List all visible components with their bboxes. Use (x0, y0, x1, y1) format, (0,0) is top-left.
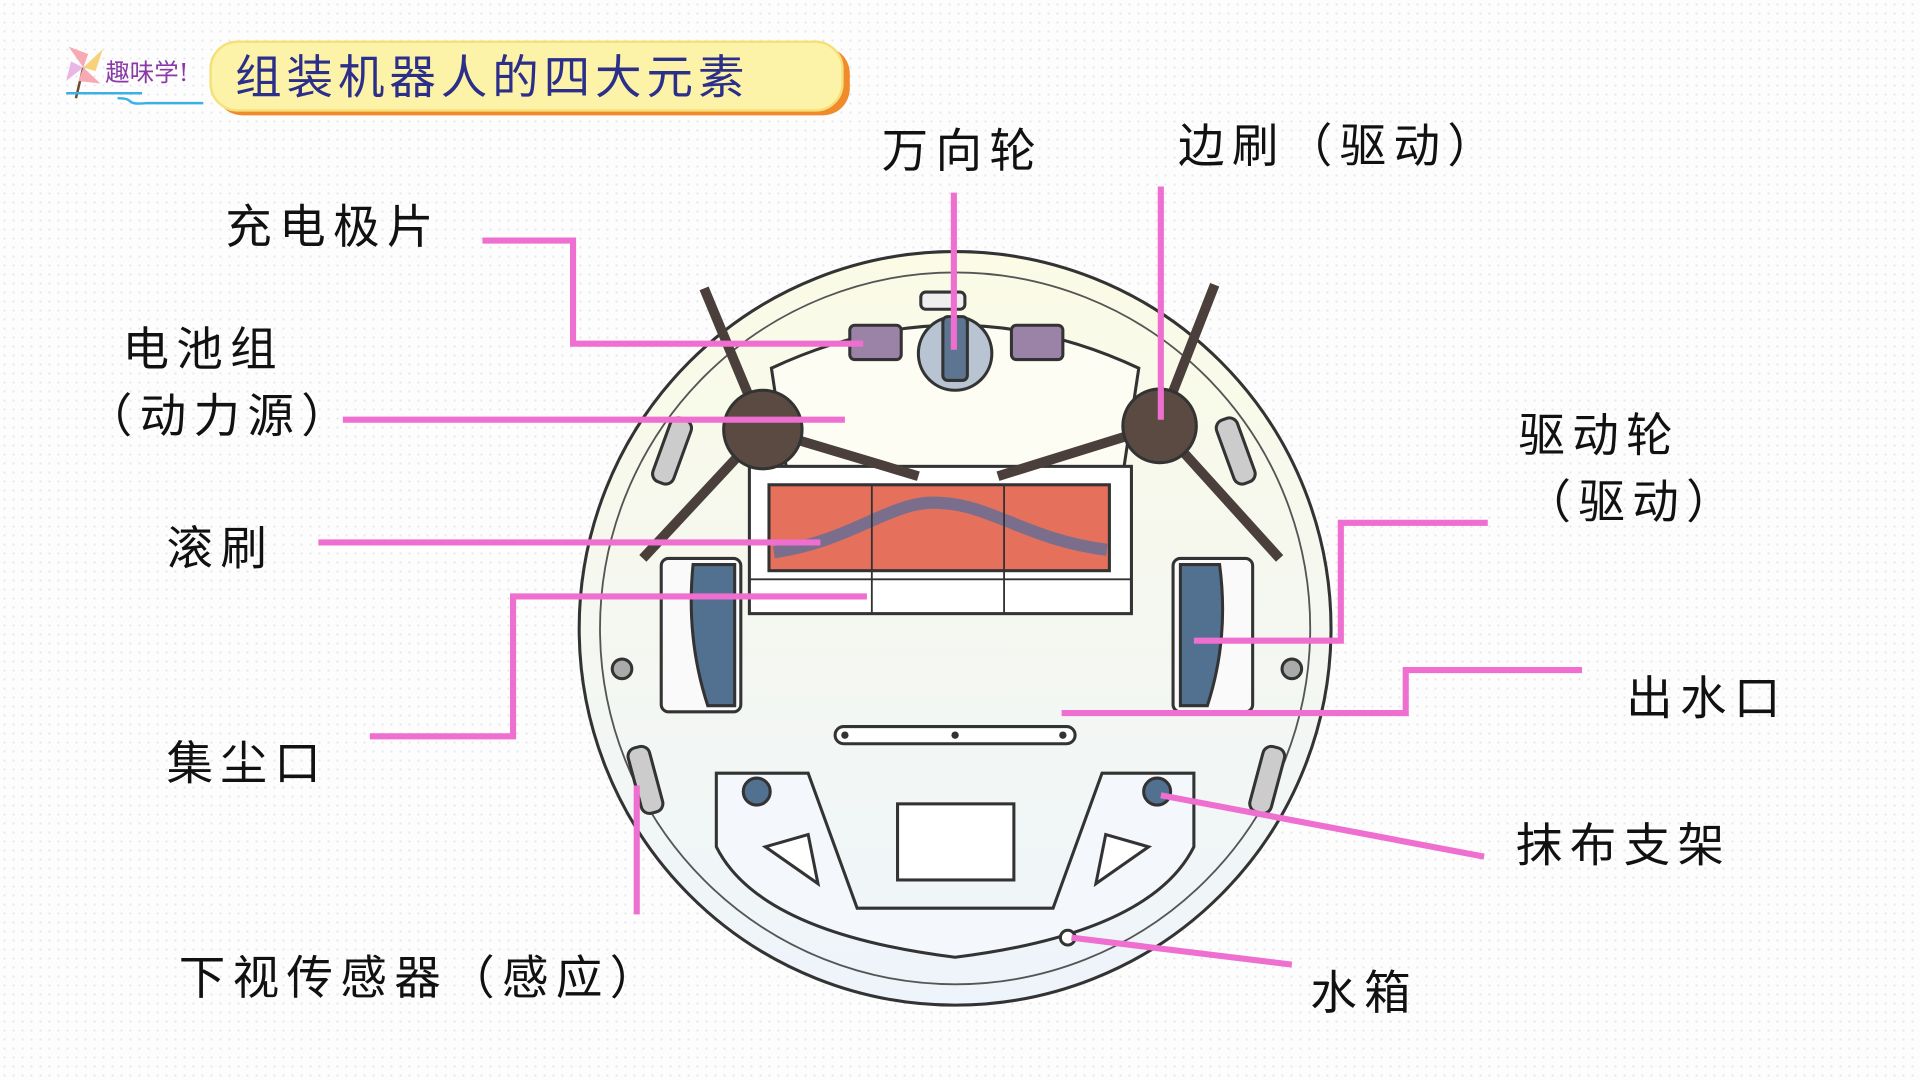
label-dust-inlet: 集尘口 (167, 736, 329, 790)
title-banner: 组装机器人的四大元素 (209, 40, 850, 116)
label-caster-wheel: 万向轮 (882, 124, 1044, 178)
robot-vacuum (577, 250, 1333, 1007)
label-water-tank: 水箱 (1310, 966, 1418, 1020)
pinwheel-icon (66, 46, 103, 99)
charging-contact-right (1009, 323, 1065, 362)
label-cliff-sensor: 下视传感器（感应） (179, 951, 664, 1005)
drive-wheel-left (689, 563, 737, 708)
logo-text: 趣味学! (105, 58, 188, 87)
caster-cover (919, 290, 967, 311)
label-roller-brush: 滚刷 (167, 521, 275, 575)
leader-lines (318, 186, 1583, 968)
label-battery-line2: （动力源） (86, 389, 355, 443)
label-drive-wheel-line2: （驱动） (1524, 475, 1739, 529)
label-mop-bracket: 抹布支架 (1516, 818, 1731, 872)
label-drive-wheel-line1: 驱动轮 (1518, 409, 1680, 463)
label-side-brush: 边刷（驱动） (1178, 119, 1501, 173)
logo: 趣味学! (66, 46, 204, 105)
label-battery-line1: 电池组 (122, 323, 284, 377)
cliff-sensor-left (626, 744, 665, 815)
page-title: 组装机器人的四大元素 (235, 50, 749, 104)
mop-bracket (1142, 776, 1173, 807)
label-charging-contacts: 充电极片 (225, 200, 440, 254)
label-water-outlet: 出水口 (1626, 671, 1788, 725)
